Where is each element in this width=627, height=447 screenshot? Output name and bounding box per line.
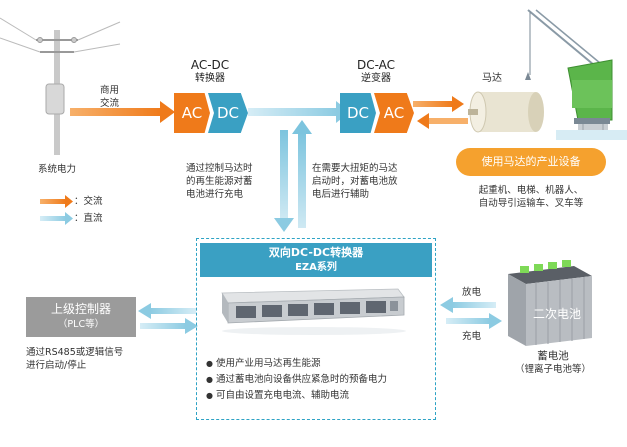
legend-ac-arrow	[40, 195, 73, 208]
dcac-title-line1: DC-AC	[356, 58, 396, 72]
assist-note: 在需要大扭矩的马达 启动时，对蓄电池放 电后进行辅助	[312, 162, 398, 201]
assist-note-line1: 在需要大扭矩的马达	[312, 163, 398, 174]
controller-arrows	[138, 303, 198, 334]
commercial-ac-line2: 交流	[100, 98, 120, 109]
utility-pole-icon	[0, 17, 121, 155]
ac-input-arrow	[70, 101, 175, 123]
controller-desc-line1: 通过RS485或逻辑信号	[26, 347, 124, 358]
charge-note-line1: 通过控制马达时	[186, 163, 253, 174]
battery-icon	[508, 260, 592, 346]
charge-note: 通过控制马达时 的再生能源对蓄 电池进行充电	[186, 162, 253, 201]
charge-note-line2: 的再生能源对蓄	[186, 176, 253, 187]
dcac-ac-block: AC	[374, 93, 414, 133]
commercial-ac-label: 商用 交流	[100, 84, 119, 110]
host-controller-subtitle: （PLC等）	[57, 319, 105, 330]
legend-ac-label: ：交流	[74, 196, 103, 207]
dc-link-arrow	[248, 101, 350, 123]
acdc-converter: AC DC	[174, 93, 248, 133]
acdc-title: AC-DC 转换器	[174, 58, 246, 86]
legend-dc-arrow	[40, 212, 73, 225]
dcac-inverter: DC AC	[340, 93, 414, 133]
dcac-title: DC-AC 逆变器	[340, 58, 412, 86]
eza-bullet-3: 可自由设置充电电流、辅助电流	[206, 388, 387, 404]
eza-bullet-1: 使用产业用马达再生能源	[206, 356, 387, 372]
host-controller: 上级控制器 （PLC等）	[26, 297, 136, 337]
eza-title-bar: 双向DC-DC转换器 EZA系列	[200, 243, 432, 277]
host-controller-title: 上级控制器	[50, 302, 111, 316]
eza-device-icon	[221, 288, 406, 335]
charge-label: 充电	[462, 331, 482, 342]
legend-dc-label: ：直流	[74, 213, 103, 224]
motor-ac-arrows	[413, 96, 468, 129]
eza-title-line1: 双向DC-DC转换器	[268, 246, 364, 259]
commercial-ac-line1: 商用	[100, 85, 120, 96]
dcac-title-line2: 逆变器	[361, 73, 391, 84]
acdc-ac-block: AC	[174, 93, 210, 133]
industry-examples: 起重机、电梯、机器人、 自动导引运输车、叉车等	[456, 184, 606, 210]
industry-examples-line2: 自动导引运输车、叉车等	[478, 198, 584, 209]
acdc-title-line1: AC-DC	[190, 58, 230, 72]
battery-label: 二次电池	[532, 307, 581, 321]
charge-note-line3: 电池进行充电	[186, 189, 244, 200]
industry-pill: 使用马达的产业设备	[456, 148, 606, 176]
system-power-label: 系统电力	[38, 164, 77, 175]
battery-caption: 蓄电池 （锂离子电池等）	[508, 350, 598, 376]
eza-bullet-2: 通过蓄电池向设备供应紧急时的预备电力	[206, 372, 387, 388]
eza-vertical-arrows	[274, 120, 312, 232]
industry-examples-line1: 起重机、电梯、机器人、	[478, 185, 584, 196]
battery-arrows	[440, 297, 502, 329]
assist-note-line3: 电后进行辅助	[312, 189, 370, 200]
assist-note-line2: 启动时，对蓄电池放	[312, 176, 398, 187]
dcac-dc-block: DC	[340, 93, 376, 133]
eza-dashed-frame	[196, 238, 436, 420]
motor-icon	[468, 91, 544, 133]
discharge-label: 放电	[462, 287, 482, 298]
controller-desc-line2: 进行启动/停止	[26, 360, 87, 371]
acdc-dc-block: DC	[208, 93, 248, 133]
eza-bullets: 使用产业用马达再生能源 通过蓄电池向设备供应紧急时的预备电力 可自由设置充电电流…	[206, 356, 387, 404]
battery-caption-line1: 蓄电池	[537, 350, 569, 362]
controller-desc: 通过RS485或逻辑信号 进行启动/停止	[26, 346, 123, 372]
motor-label: 马达	[482, 73, 502, 84]
battery-caption-line2: （锂离子电池等）	[514, 364, 591, 375]
eza-title-line2: EZA系列	[295, 262, 337, 273]
acdc-title-line2: 转换器	[195, 73, 225, 84]
